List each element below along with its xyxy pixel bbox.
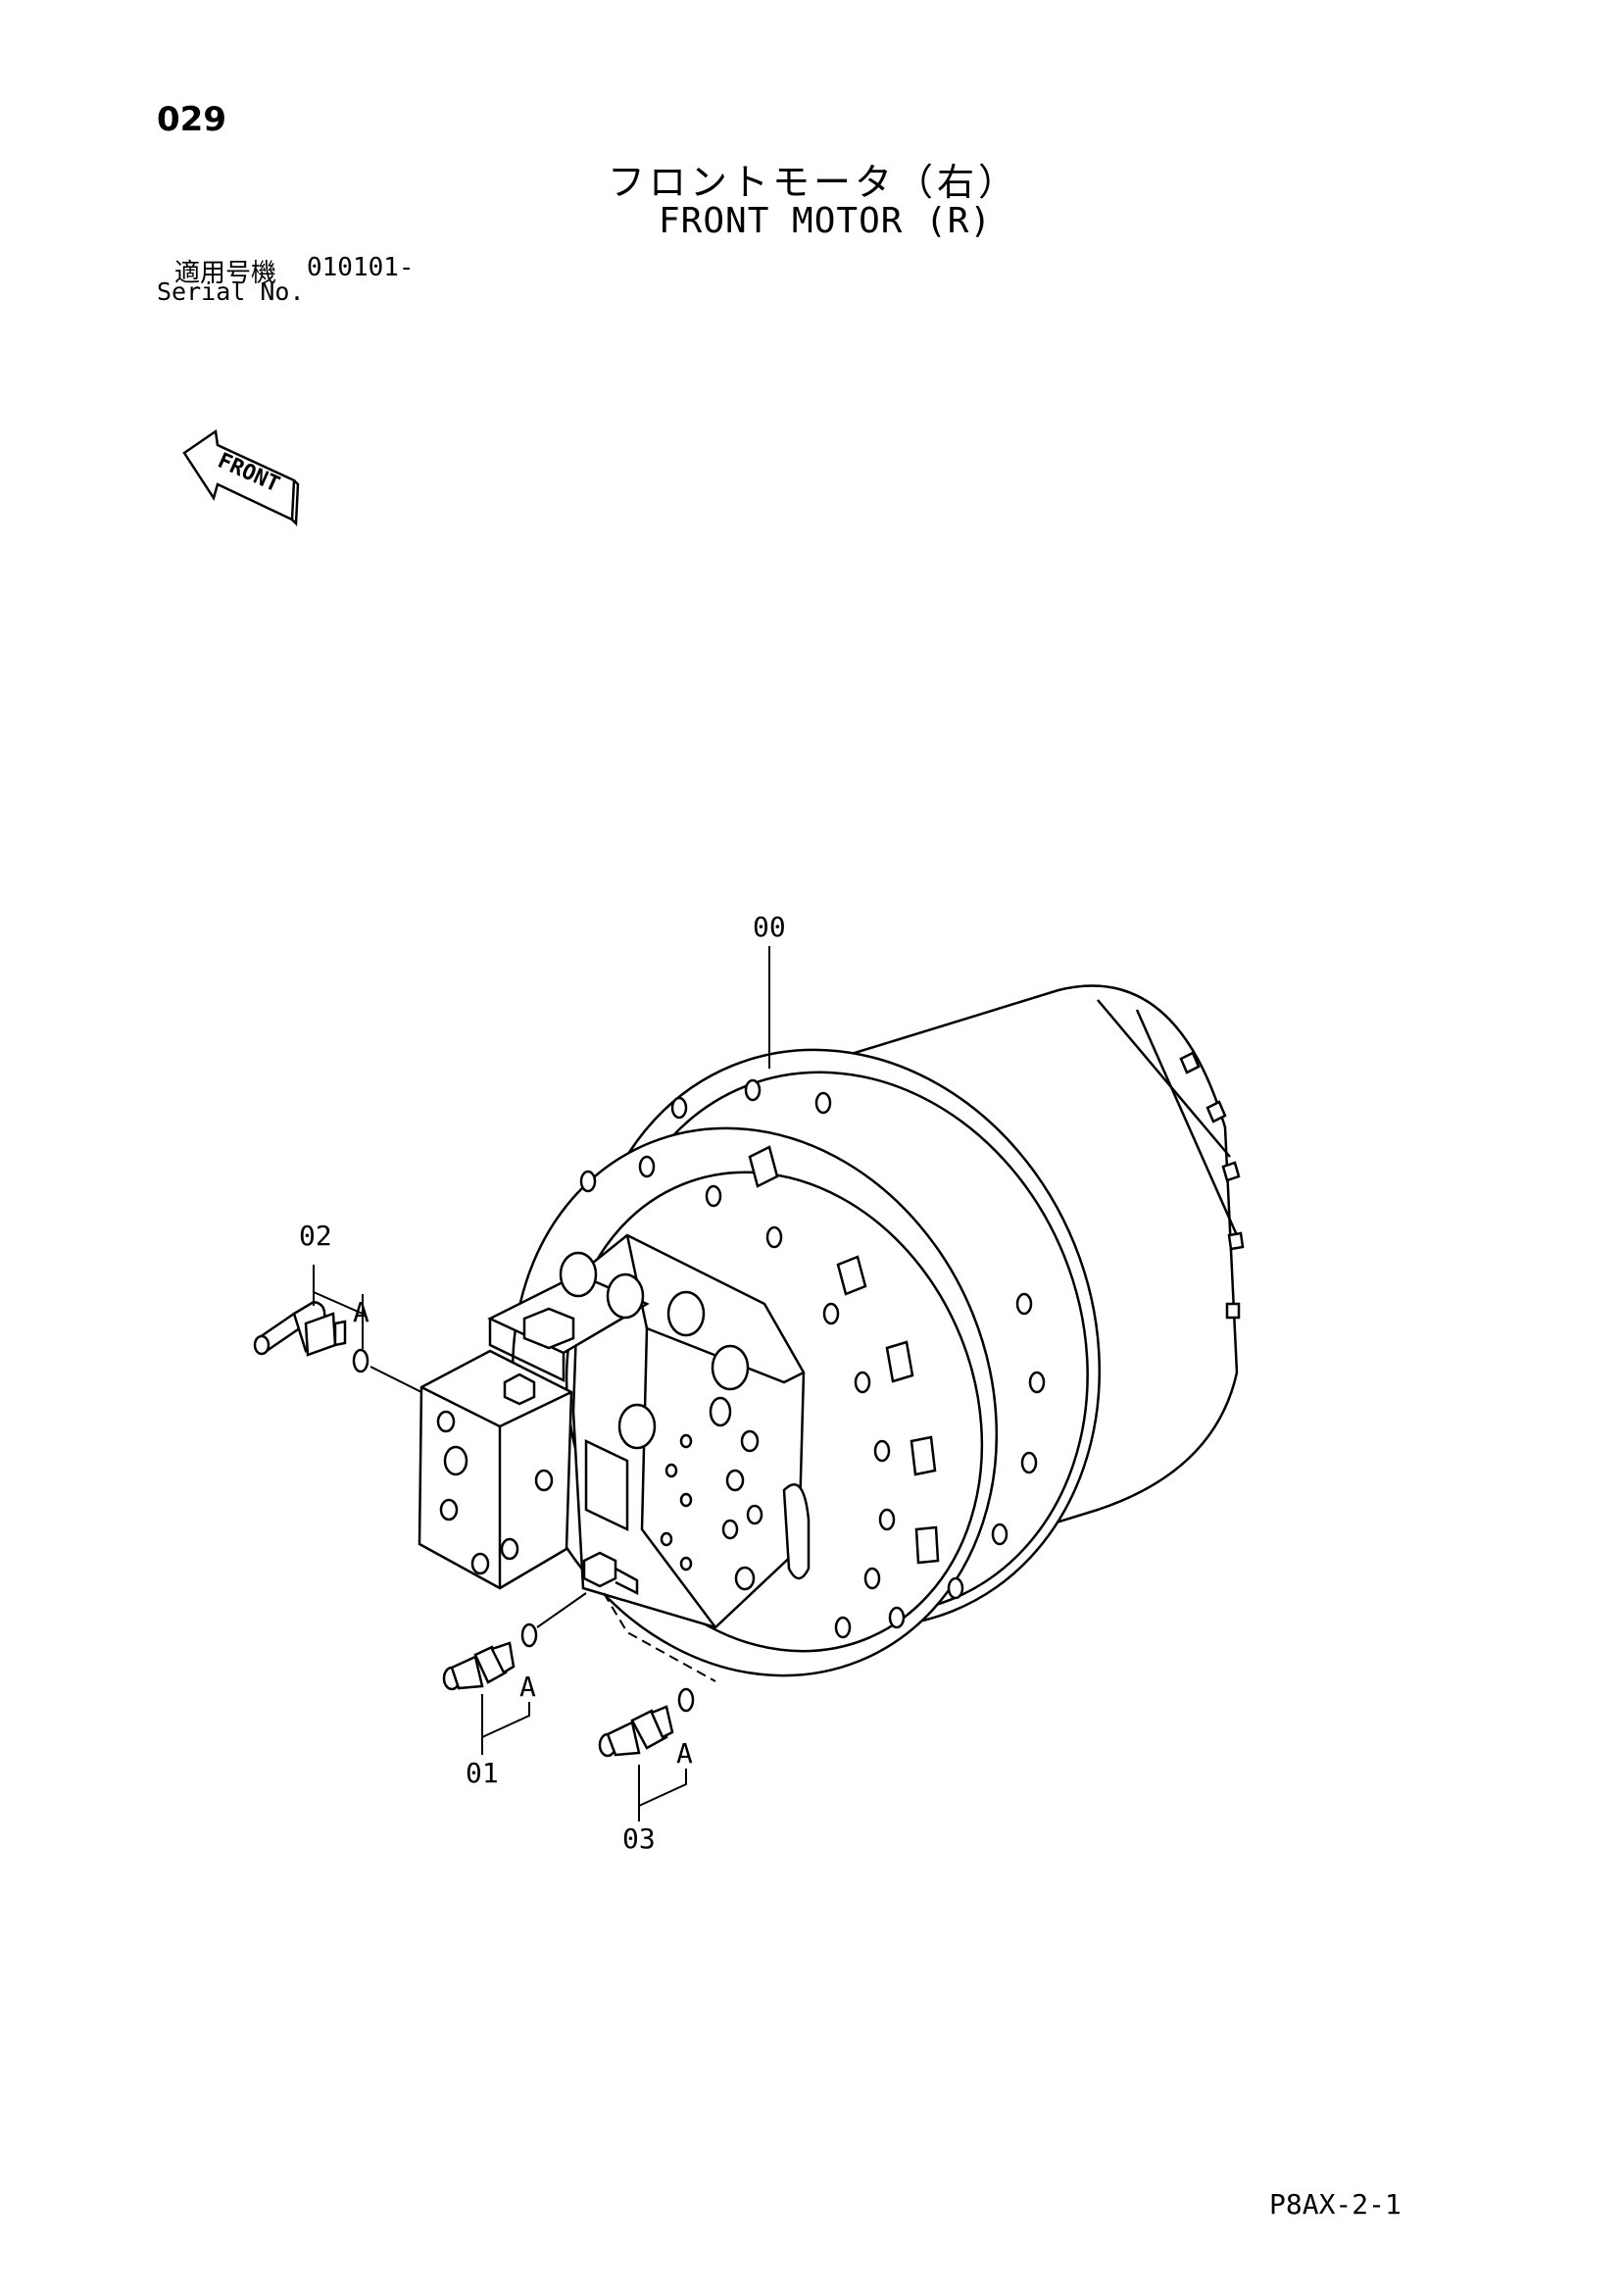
- o-ring-01: [520, 1622, 538, 1648]
- o-ring-02: [352, 1348, 369, 1373]
- o-ring-03: [677, 1687, 695, 1713]
- callout-part-01: 01: [466, 1757, 499, 1789]
- straight-fitting-part-03: [598, 1687, 695, 1758]
- serial-label-english: Serial No.: [157, 277, 305, 306]
- front-arrow-icon: FRONT: [182, 428, 300, 526]
- straight-fitting-part-01: [442, 1622, 538, 1691]
- relief-valve-block: [418, 1349, 573, 1590]
- inner-flange-bolt-holes: [579, 1155, 896, 1639]
- callout-part-00: 00: [753, 911, 786, 943]
- callout-part-02: 02: [299, 1220, 332, 1252]
- callout-ref-a-03: A: [676, 1737, 693, 1770]
- page-number: 029: [157, 100, 226, 139]
- callout-part-03: 03: [622, 1822, 656, 1855]
- port-holes: [660, 1396, 763, 1591]
- page-title-english: FRONT MOTOR (R): [659, 201, 993, 241]
- flange-bolt-holes: [670, 1078, 1046, 1629]
- front-motor-assembly: [418, 984, 1245, 1677]
- leader-lines: [313, 946, 770, 1822]
- callout-ref-a-01: A: [519, 1671, 536, 1703]
- document-code: P8AX-2-1: [1269, 2188, 1402, 2221]
- callout-ref-a-02: A: [353, 1296, 369, 1328]
- page-title-japanese: フロントモータ（右）: [608, 161, 1020, 204]
- elbow-fitting-part-02: [253, 1300, 369, 1373]
- serial-number-value: 010101-: [307, 253, 415, 282]
- serial-label-japanese: 適用号機: [174, 259, 277, 288]
